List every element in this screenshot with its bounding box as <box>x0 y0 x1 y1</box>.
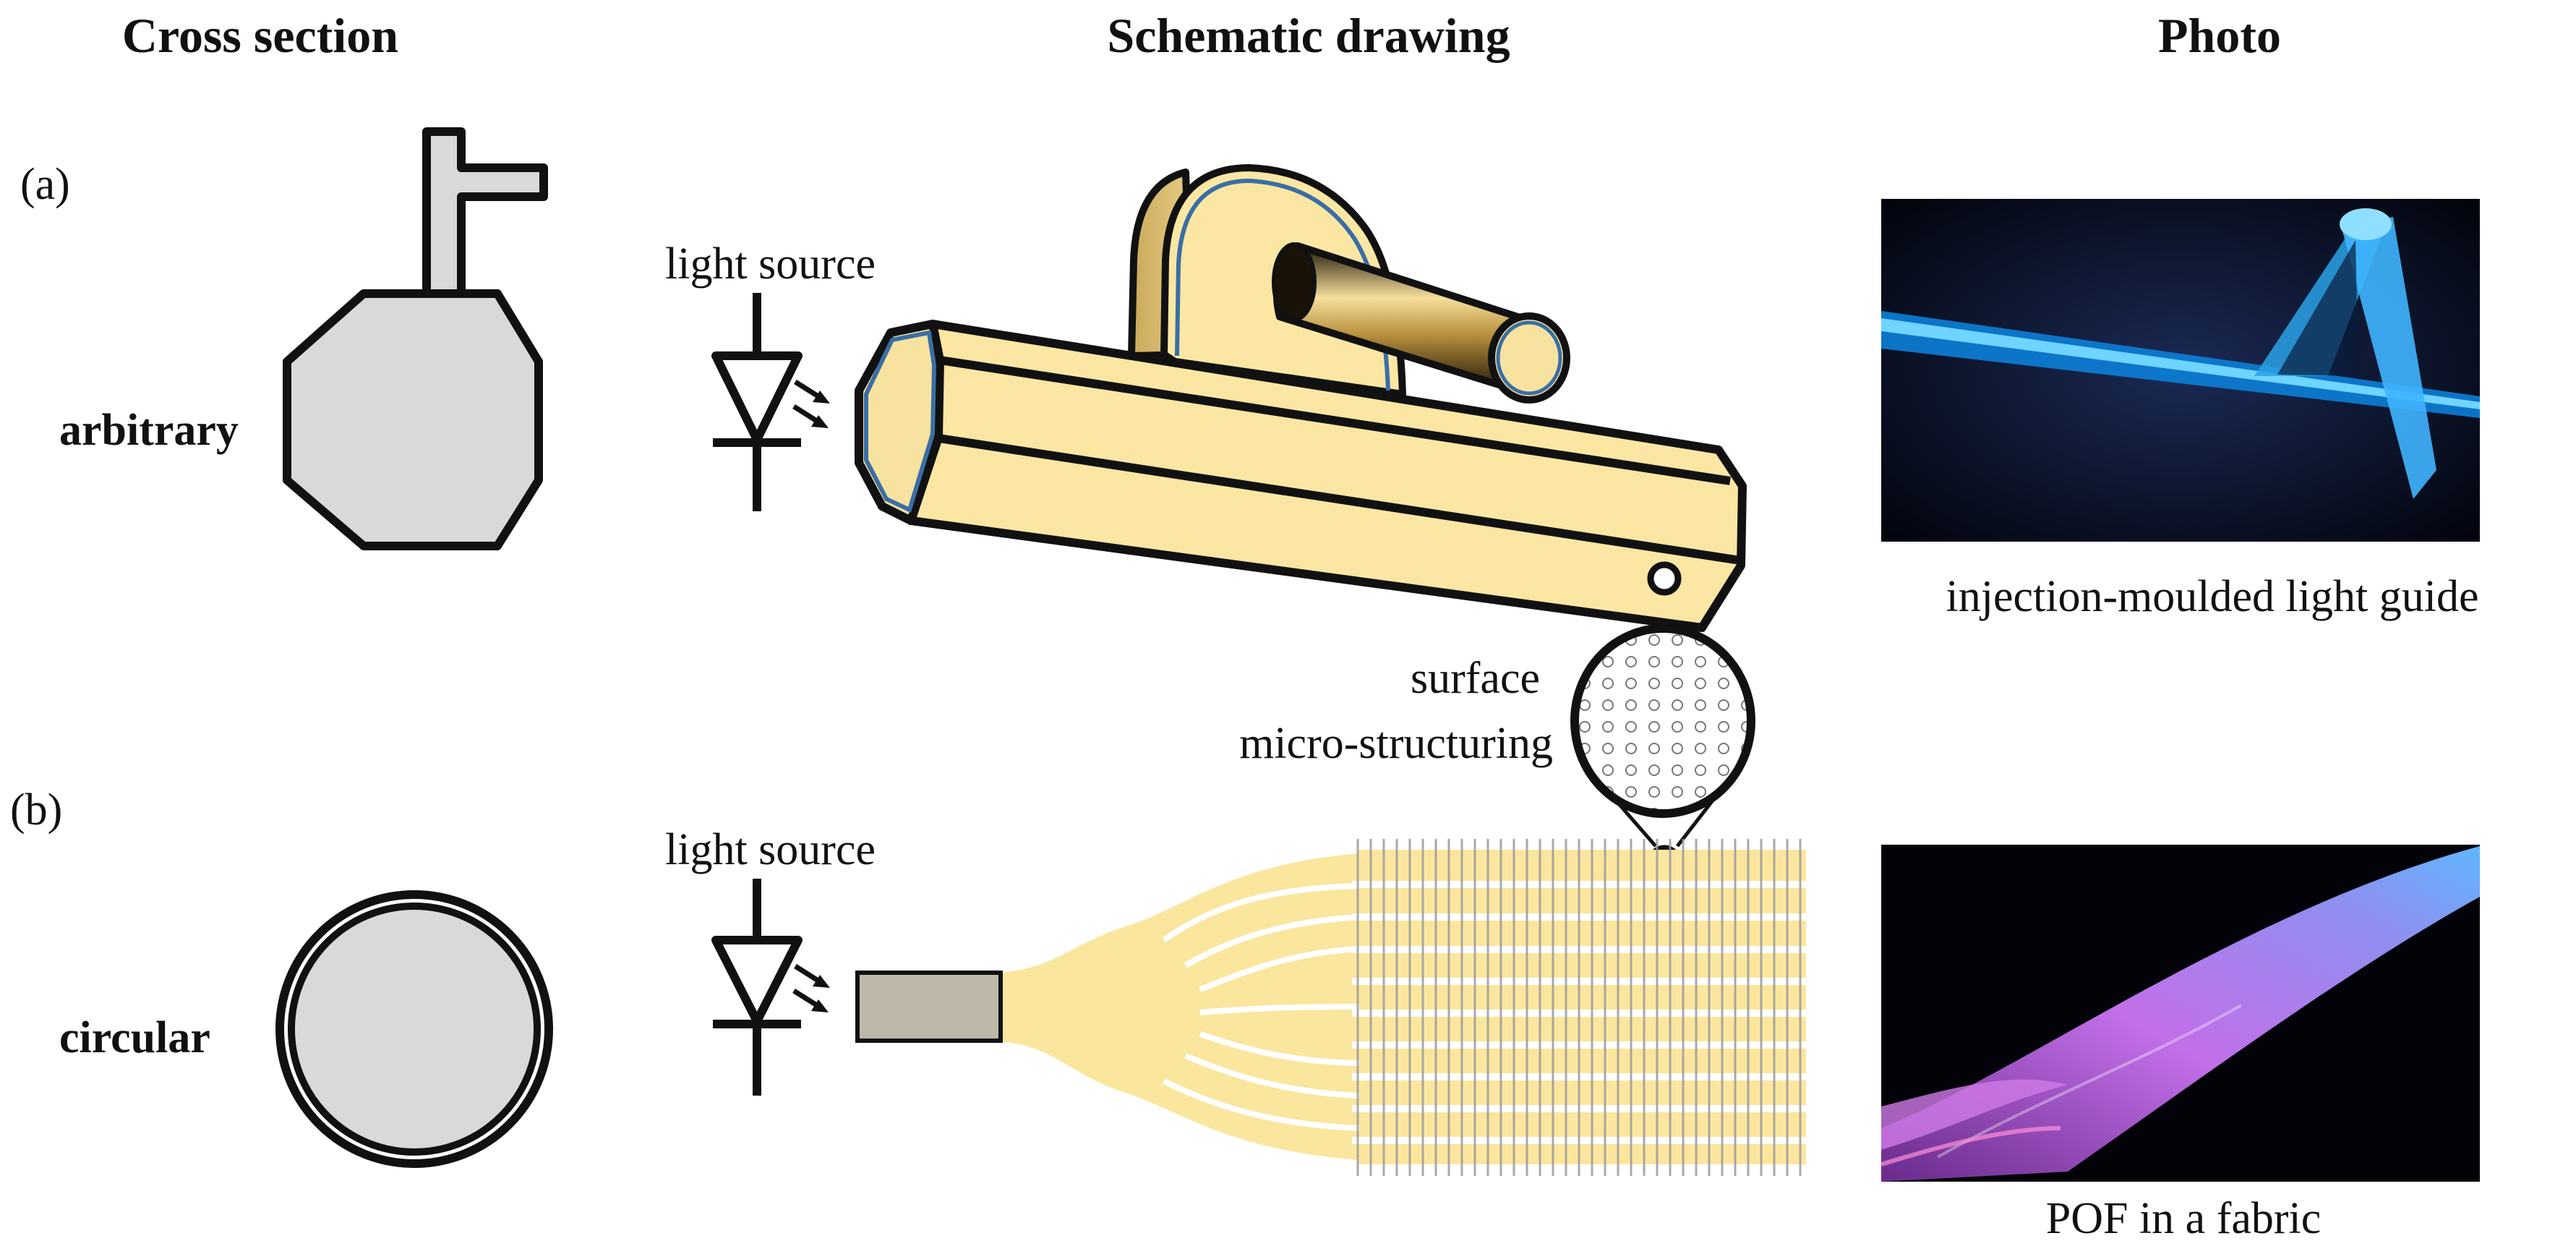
arbitrary-label: arbitrary <box>59 406 239 455</box>
header-cross-section: Cross section <box>122 8 398 63</box>
row-a-tag: (a) <box>20 160 70 209</box>
circular-label: circular <box>59 1013 210 1062</box>
arbitrary-cross-section <box>283 127 548 550</box>
photo-pof-in-a-fabric <box>1881 845 2480 1182</box>
photo-injection-moulded-light-guide <box>1881 199 2480 542</box>
circular-cross-section <box>275 890 553 1168</box>
header-schematic-drawing: Schematic drawing <box>1107 8 1510 63</box>
led-icon-a <box>711 293 830 511</box>
micro-structuring-label-line1: surface <box>1411 654 1540 703</box>
photo-a-caption: injection-moulded light guide <box>1946 572 2479 621</box>
header-photo: Photo <box>2158 8 2281 63</box>
micro-structuring-label-line2: micro-structuring <box>1239 719 1553 768</box>
photo-b-caption: POF in a fabric <box>2046 1194 2322 1243</box>
row-b-tag: (b) <box>10 785 62 835</box>
micro-structuring-detail <box>1570 622 1755 879</box>
led-icon-b <box>711 879 830 1096</box>
light-guide-drawing <box>855 164 1747 632</box>
light-source-b-label: light source <box>665 825 876 874</box>
light-source-a-label: light source <box>665 239 876 289</box>
pof-fabric-drawing <box>855 839 1815 1176</box>
